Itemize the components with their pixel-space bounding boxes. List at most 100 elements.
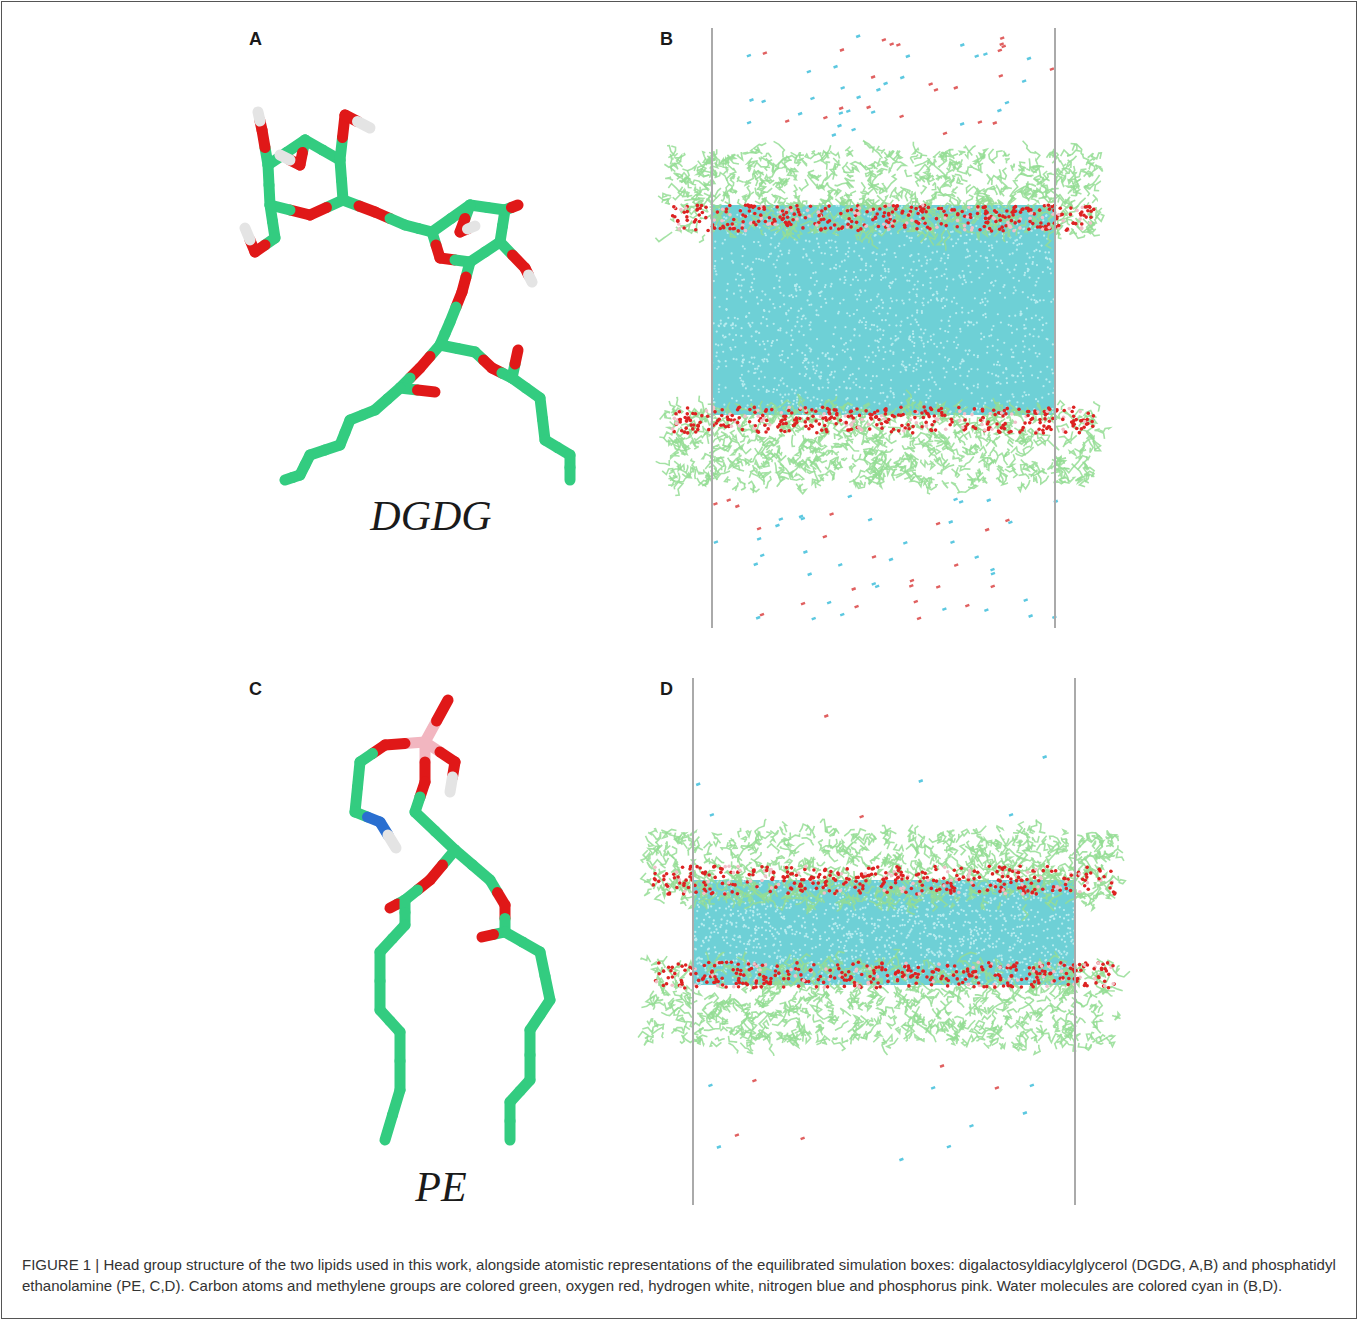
water-molecule xyxy=(751,268,753,270)
water-molecule xyxy=(756,368,758,370)
water-molecule xyxy=(716,330,718,332)
water-molecule xyxy=(819,377,821,379)
water-molecule xyxy=(877,346,879,348)
water-molecule xyxy=(774,247,776,249)
water-molecule xyxy=(1023,324,1025,326)
water-molecule xyxy=(768,390,770,392)
water-molecule xyxy=(979,302,981,304)
water-molecule xyxy=(810,277,812,279)
water-molecule xyxy=(784,394,786,396)
water-molecule xyxy=(914,391,916,393)
lipid-tail xyxy=(737,152,743,160)
water-molecule xyxy=(819,407,821,409)
water-molecule xyxy=(939,328,941,330)
water-molecule xyxy=(845,411,847,413)
water-molecule xyxy=(917,360,919,362)
water-molecule xyxy=(777,329,779,331)
lipid-tail xyxy=(1061,150,1070,156)
lipid-tail xyxy=(921,185,927,193)
lipid-tail xyxy=(905,170,912,177)
water-molecule xyxy=(1024,272,1026,274)
water-molecule xyxy=(943,237,945,239)
water-molecule xyxy=(916,288,918,290)
water-molecule xyxy=(833,333,835,335)
water-molecule xyxy=(922,304,924,306)
water-molecule xyxy=(773,323,775,325)
water-molecule xyxy=(822,386,824,388)
water-molecule xyxy=(1022,340,1024,342)
water-molecule xyxy=(1048,251,1050,253)
water-molecule xyxy=(876,329,878,331)
water-molecule xyxy=(739,274,741,276)
water-molecule xyxy=(827,381,829,383)
water-molecule xyxy=(1000,260,1002,262)
water-molecule xyxy=(865,264,867,266)
water-molecule xyxy=(805,344,807,346)
water-molecule xyxy=(924,352,926,354)
water-molecule xyxy=(808,324,810,326)
water-molecule xyxy=(917,324,919,326)
water-molecule xyxy=(753,356,755,358)
water-molecule xyxy=(906,317,908,319)
water-molecule xyxy=(779,394,781,396)
water-molecule xyxy=(1018,280,1020,282)
water-molecule xyxy=(847,251,849,253)
water-molecule xyxy=(733,293,735,295)
water-molecule xyxy=(787,319,789,321)
water-molecule xyxy=(1037,400,1039,402)
water-molecule xyxy=(812,365,814,367)
lipid-tail xyxy=(663,193,671,197)
water-molecule xyxy=(751,282,753,284)
water-molecule xyxy=(890,387,892,389)
water-molecule xyxy=(853,407,855,409)
water-molecule xyxy=(770,345,772,347)
water-molecule xyxy=(759,344,761,346)
lipid-tail xyxy=(826,162,831,170)
water-molecule xyxy=(980,241,982,243)
water-molecule xyxy=(894,252,896,254)
water-molecule xyxy=(852,373,854,375)
water-molecule xyxy=(776,389,778,391)
water-molecule xyxy=(713,280,715,282)
water-molecule xyxy=(945,289,947,291)
water-molecule xyxy=(799,289,801,291)
water-molecule xyxy=(903,230,905,232)
water-molecule xyxy=(786,262,788,264)
water-molecule xyxy=(936,346,938,348)
water-molecule xyxy=(951,301,953,303)
water-molecule xyxy=(870,387,872,389)
water-molecule xyxy=(840,337,842,339)
water-molecule xyxy=(773,263,775,265)
water-molecule xyxy=(751,357,753,359)
water-molecule xyxy=(926,259,928,261)
bond-stick xyxy=(385,1115,393,1140)
water-molecule xyxy=(781,253,783,255)
water-molecule xyxy=(901,363,903,365)
water-molecule xyxy=(861,259,863,261)
water-molecule xyxy=(804,317,806,319)
water-molecule xyxy=(872,310,874,312)
water-molecule xyxy=(778,384,780,386)
water-molecule xyxy=(944,262,946,264)
water-molecule xyxy=(946,286,948,288)
water-molecule xyxy=(843,381,845,383)
water-molecule xyxy=(884,270,886,272)
water-molecule xyxy=(1026,252,1028,254)
water-molecule xyxy=(858,368,860,370)
water-molecule xyxy=(827,379,829,381)
water-molecule xyxy=(847,397,849,399)
water-molecule xyxy=(890,379,892,381)
water-molecule xyxy=(747,395,749,397)
water-molecule xyxy=(819,403,821,405)
water-molecule xyxy=(956,347,958,349)
water-molecule xyxy=(777,245,779,247)
water-molecule xyxy=(752,289,754,291)
water-molecule xyxy=(1046,258,1048,260)
water-molecule xyxy=(900,371,902,373)
water-molecule xyxy=(825,284,827,286)
water-molecule xyxy=(933,381,935,383)
water-molecule xyxy=(821,399,823,401)
water-molecule xyxy=(866,396,868,398)
water-molecule xyxy=(947,257,949,259)
water-molecule xyxy=(715,343,717,345)
